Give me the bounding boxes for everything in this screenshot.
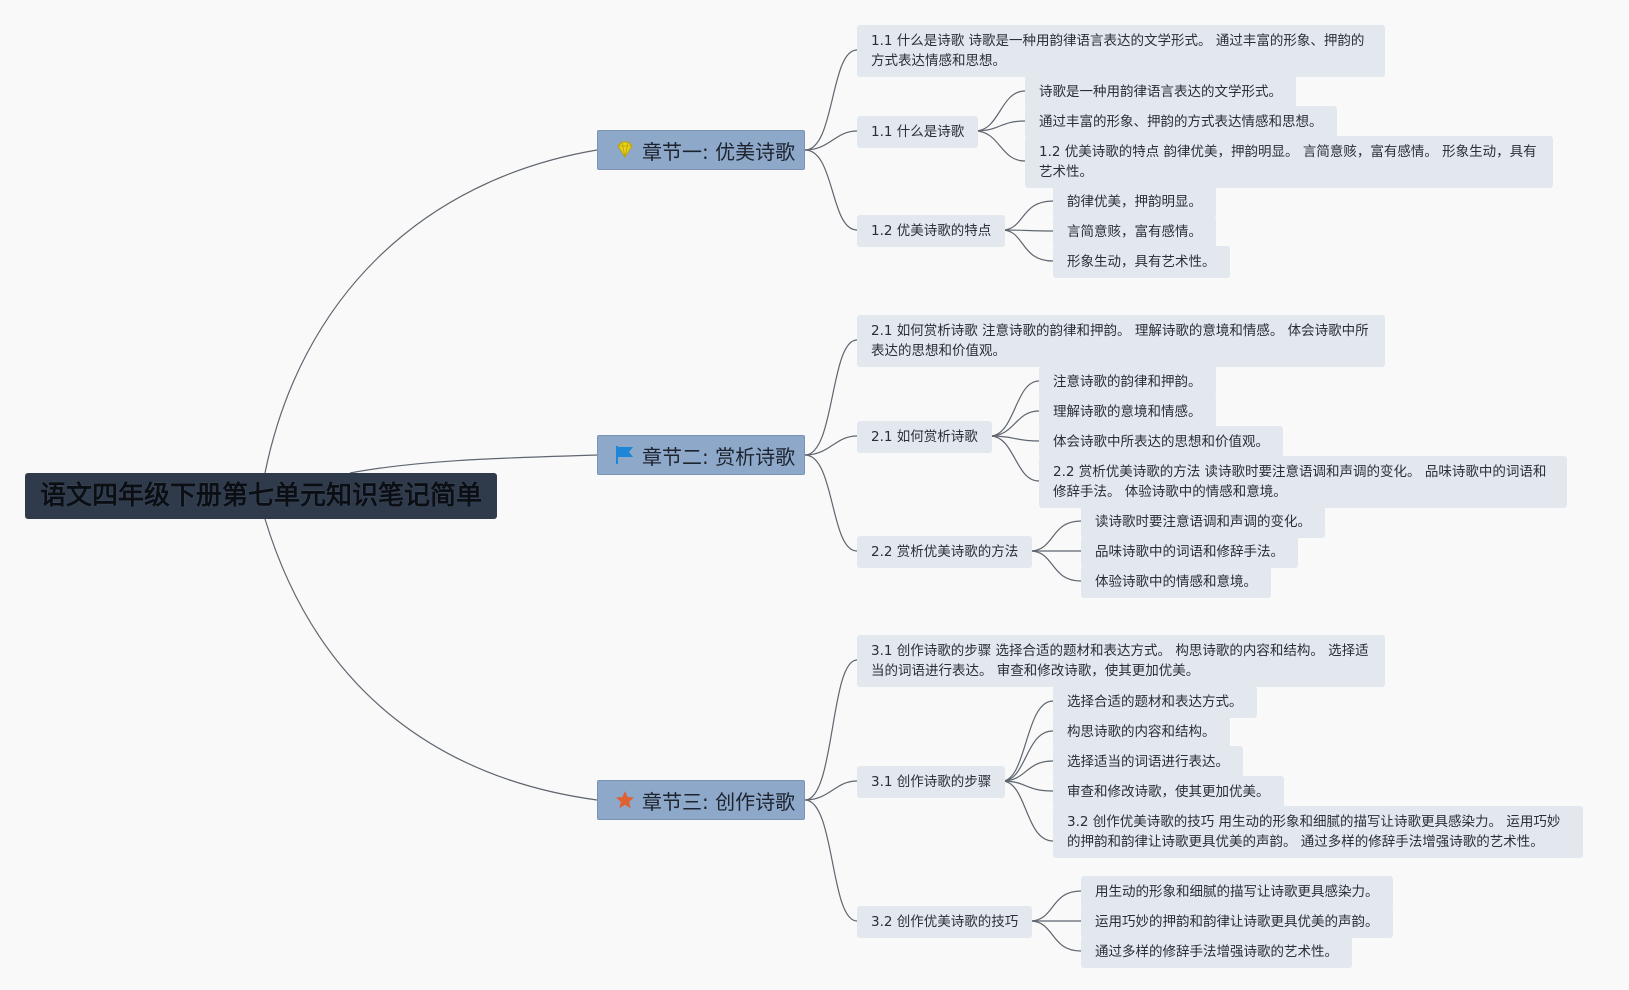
chapter-2-summary[interactable]: 2.1 如何赏析诗歌 注意诗歌的韵律和押韵。 理解诗歌的意境和情感。 体会诗歌中… <box>857 315 1385 367</box>
section-3-2[interactable]: 3.2 创作优美诗歌的技巧 <box>857 906 1033 938</box>
section-1-1-item[interactable]: 诗歌是一种用韵律语言表达的文学形式。 <box>1025 76 1296 108</box>
section-3-1-item[interactable]: 选择合适的题材和表达方式。 <box>1053 686 1257 718</box>
section-2-2-item[interactable]: 体验诗歌中的情感和意境。 <box>1081 566 1271 598</box>
section-1-1[interactable]: 1.1 什么是诗歌 <box>857 116 979 148</box>
section-3-2-item[interactable]: 用生动的形象和细腻的描写让诗歌更具感染力。 <box>1081 876 1393 908</box>
section-1-2[interactable]: 1.2 优美诗歌的特点 <box>857 215 1006 247</box>
section-3-1[interactable]: 3.1 创作诗歌的步骤 <box>857 766 1006 798</box>
section-1-2-item[interactable]: 韵律优美，押韵明显。 <box>1053 186 1216 218</box>
chapter-3-topic[interactable]: 章节三: 创作诗歌 <box>597 780 805 820</box>
section-2-1[interactable]: 2.1 如何赏析诗歌 <box>857 421 992 453</box>
root-title: 语文四年级下册第七单元知识笔记简单 <box>39 481 482 511</box>
section-2-1-item[interactable]: 体会诗歌中所表达的思想和价值观。 <box>1039 426 1283 458</box>
diamond-icon <box>614 139 636 161</box>
flag-icon <box>614 444 636 466</box>
chapter-3-summary[interactable]: 3.1 创作诗歌的步骤 选择合适的题材和表达方式。 构思诗歌的内容和结构。 选择… <box>857 635 1385 687</box>
chapter-title: 章节三: 创作诗歌 <box>642 789 796 814</box>
section-1-2-item[interactable]: 形象生动，具有艺术性。 <box>1053 246 1230 278</box>
chapter-title: 章节一: 优美诗歌 <box>642 139 796 164</box>
section-3-1-item[interactable]: 审查和修改诗歌，使其更加优美。 <box>1053 776 1284 808</box>
chapter-1-summary[interactable]: 1.1 什么是诗歌 诗歌是一种用韵律语言表达的文学形式。 通过丰富的形象、押韵的… <box>857 25 1385 77</box>
section-3-1-item[interactable]: 3.2 创作优美诗歌的技巧 用生动的形象和细腻的描写让诗歌更具感染力。 运用巧妙… <box>1053 806 1583 858</box>
section-2-1-item[interactable]: 理解诗歌的意境和情感。 <box>1039 396 1216 428</box>
section-2-1-item[interactable]: 2.2 赏析优美诗歌的方法 读诗歌时要注意语调和声调的变化。 品味诗歌中的词语和… <box>1039 456 1567 508</box>
star-icon <box>614 789 636 811</box>
section-2-2-item[interactable]: 品味诗歌中的词语和修辞手法。 <box>1081 536 1298 568</box>
chapter-1-topic[interactable]: 章节一: 优美诗歌 <box>597 130 805 170</box>
section-2-2-item[interactable]: 读诗歌时要注意语调和声调的变化。 <box>1081 506 1325 538</box>
section-3-1-item[interactable]: 选择适当的词语进行表达。 <box>1053 746 1243 778</box>
section-1-1-item[interactable]: 通过丰富的形象、押韵的方式表达情感和思想。 <box>1025 106 1337 138</box>
chapter-2-topic[interactable]: 章节二: 赏析诗歌 <box>597 435 805 475</box>
section-2-2[interactable]: 2.2 赏析优美诗歌的方法 <box>857 536 1033 568</box>
section-1-2-item[interactable]: 言简意赅，富有感情。 <box>1053 216 1216 248</box>
section-1-1-item[interactable]: 1.2 优美诗歌的特点 韵律优美，押韵明显。 言简意赅，富有感情。 形象生动，具… <box>1025 136 1553 188</box>
root-topic[interactable]: 语文四年级下册第七单元知识笔记简单 <box>25 473 497 519</box>
section-3-2-item[interactable]: 通过多样的修辞手法增强诗歌的艺术性。 <box>1081 936 1352 968</box>
section-3-1-item[interactable]: 构思诗歌的内容和结构。 <box>1053 716 1230 748</box>
section-2-1-item[interactable]: 注意诗歌的韵律和押韵。 <box>1039 366 1216 398</box>
chapter-title: 章节二: 赏析诗歌 <box>642 444 796 469</box>
section-3-2-item[interactable]: 运用巧妙的押韵和韵律让诗歌更具优美的声韵。 <box>1081 906 1393 938</box>
